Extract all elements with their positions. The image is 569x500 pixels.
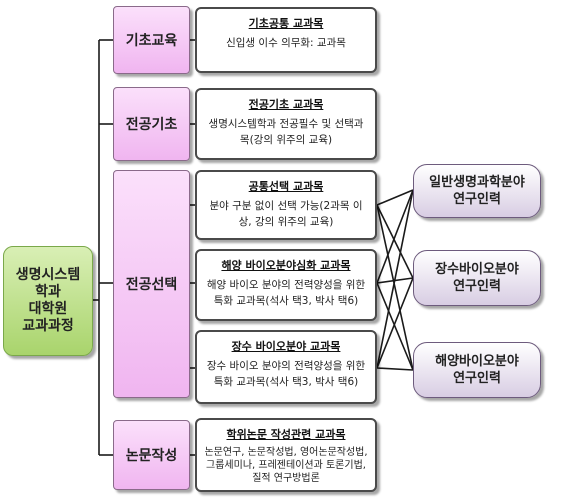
- connector-x-8: [376, 277, 414, 369]
- outcome-line: 해양바이오분야: [435, 354, 519, 369]
- category-label: 기초교육: [125, 33, 178, 49]
- category-node-basic: 기초교육: [113, 6, 190, 74]
- outcome-line: 연구인력: [453, 279, 501, 294]
- detail-node-major-basic: 전공기초 교과목 생명시스템학과 전공필수 및 선택과목(강의 위주의 교육): [195, 88, 377, 160]
- category-node-major-basic: 전공기초: [113, 87, 190, 161]
- detail-title: 장수 바이오분야 교과목: [231, 340, 341, 353]
- connector-x-2: [376, 204, 414, 279]
- category-label: 전공기초: [125, 117, 178, 133]
- outcome-node-marine-bio: 해양바이오분야 연구인력: [413, 342, 541, 398]
- category-node-thesis: 논문작성: [113, 420, 190, 490]
- detail-node-common-elective: 공통선택 교과목 분야 구분 없이 선택 가능(2과목 이상, 강의 위주의 교…: [195, 170, 377, 240]
- connector-x-6: [376, 282, 414, 371]
- detail-node-thesis-writing: 학위논문 작성관련 교과목 논문연구, 논문작성법, 영어논문작성법, 그룹세미…: [195, 418, 377, 492]
- detail-node-marine-bio: 해양 바이오분야심화 교과목 해양 바이오 분야의 전력양성을 위한 특화 교과…: [195, 249, 377, 321]
- root-line: 교과과정: [22, 318, 74, 334]
- detail-body: 신입생 이수 의무화: 교과목: [226, 37, 346, 49]
- detail-title: 기초공통 교과목: [248, 17, 324, 30]
- root-node: 생명시스템 학과 대학원 교과과정: [3, 246, 93, 356]
- outcome-line: 장수바이오분야: [435, 262, 519, 277]
- root-line: 생명시스템: [15, 267, 81, 283]
- category-node-major-elective: 전공선택: [113, 170, 190, 398]
- category-label: 전공선택: [125, 277, 178, 293]
- detail-body: 논문연구, 논문작성법, 영어논문작성법, 그룹세미나, 프레젠테이션과 토론기…: [204, 447, 368, 484]
- root-line: 대학원: [28, 301, 68, 317]
- category-label: 논문작성: [125, 448, 178, 464]
- connector-x-1: [376, 189, 414, 206]
- outcome-node-longevity-bio: 장수바이오분야 연구인력: [413, 250, 541, 306]
- detail-node-common-basic: 기초공통 교과목 신입생 이수 의무화: 교과목: [195, 7, 377, 73]
- detail-body: 해양 바이오 분야의 전력양성을 위한 특화 교과목(석사 택3, 박사 택6): [206, 279, 366, 307]
- detail-title: 해양 바이오분야심화 교과목: [221, 259, 351, 272]
- connector-x-5: [376, 277, 414, 284]
- outcome-line: 일반생명과학분야: [429, 175, 525, 190]
- detail-title: 학위논문 작성관련 교과목: [226, 428, 346, 441]
- detail-title: 전공기초 교과목: [248, 98, 324, 111]
- outcome-line: 연구인력: [453, 192, 501, 207]
- outcome-line: 연구인력: [453, 371, 501, 386]
- detail-body: 분야 구분 없이 선택 가능(2과목 이상, 강의 위주의 교육): [209, 200, 363, 228]
- connector-x-3: [376, 204, 414, 371]
- detail-node-longevity-bio: 장수 바이오분야 교과목 장수 바이오 분야의 전력양성을 위한 특화 교과목(…: [195, 330, 377, 404]
- connector-x-4: [376, 189, 414, 284]
- outcome-node-general-life-science: 일반생명과학분야 연구인력: [413, 164, 541, 218]
- root-line: 학과: [35, 284, 61, 300]
- detail-body: 생명시스템학과 전공필수 및 선택과목(강의 위주의 교육): [208, 118, 364, 146]
- connector-x-7: [376, 189, 414, 369]
- detail-title: 공통선택 교과목: [248, 180, 324, 193]
- detail-body: 장수 바이오 분야의 전력양성을 위한 특화 교과목(석사 택3, 박사 택6): [206, 360, 366, 388]
- connector-x-9: [376, 367, 414, 371]
